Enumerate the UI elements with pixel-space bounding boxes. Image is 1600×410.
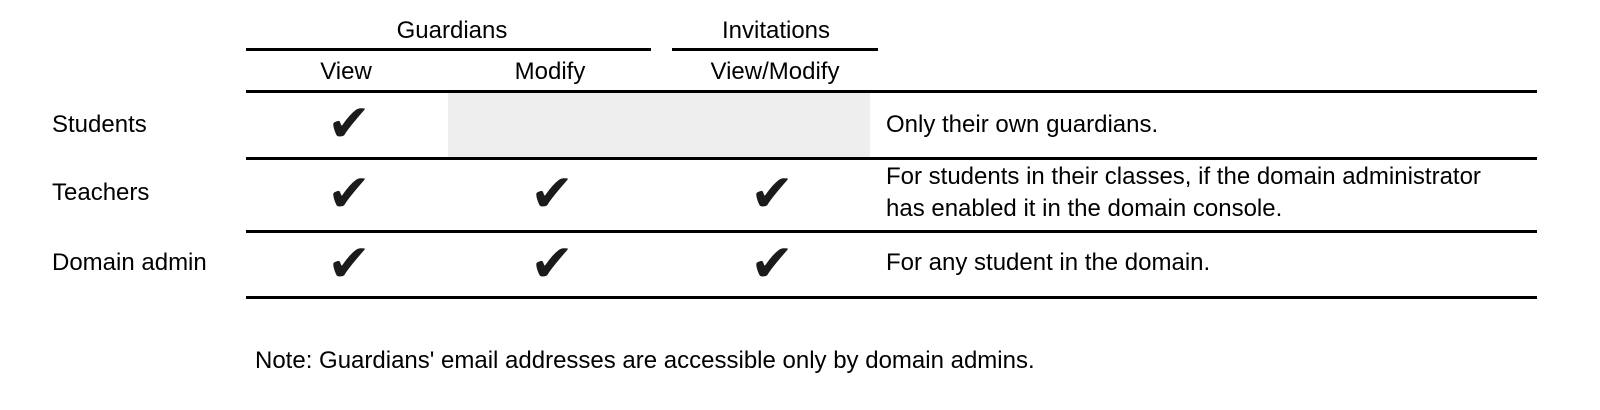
students-disabled-cells-overlay xyxy=(448,93,870,157)
guardians-group-underline xyxy=(246,48,651,51)
footnote: Note: Guardians' email addresses are acc… xyxy=(255,347,1035,374)
check-icon: ✔ xyxy=(530,164,574,224)
table-bottom-rule xyxy=(246,296,1537,299)
column-header-modify: Modify xyxy=(514,58,586,85)
check-icon: ✔ xyxy=(750,164,794,224)
domain-admin-row-note: For any student in the domain. xyxy=(886,249,1211,276)
invitations-group-underline xyxy=(672,48,878,51)
row-label-domain-admin: Domain admin xyxy=(52,249,207,276)
column-group-header-invitations: Invitations xyxy=(721,17,831,44)
row-label-students: Students xyxy=(52,111,147,138)
check-icon: ✔ xyxy=(750,234,794,294)
students-row-note: Only their own guardians. xyxy=(886,111,1159,138)
teachers-row-note: For students in their classes, if the do… xyxy=(886,163,1481,222)
check-icon: ✔ xyxy=(327,94,371,154)
column-header-view-modify: View/Modify xyxy=(710,58,840,85)
teachers-row-bottom-rule xyxy=(246,230,1537,233)
students-row-bottom-rule xyxy=(246,157,1537,160)
check-icon: ✔ xyxy=(530,234,574,294)
check-icon: ✔ xyxy=(327,164,371,224)
header-bottom-rule xyxy=(246,90,1537,93)
column-header-view: View xyxy=(320,58,372,85)
check-icon: ✔ xyxy=(327,234,371,294)
row-label-teachers: Teachers xyxy=(52,179,150,206)
column-group-header-guardians: Guardians xyxy=(396,17,508,44)
